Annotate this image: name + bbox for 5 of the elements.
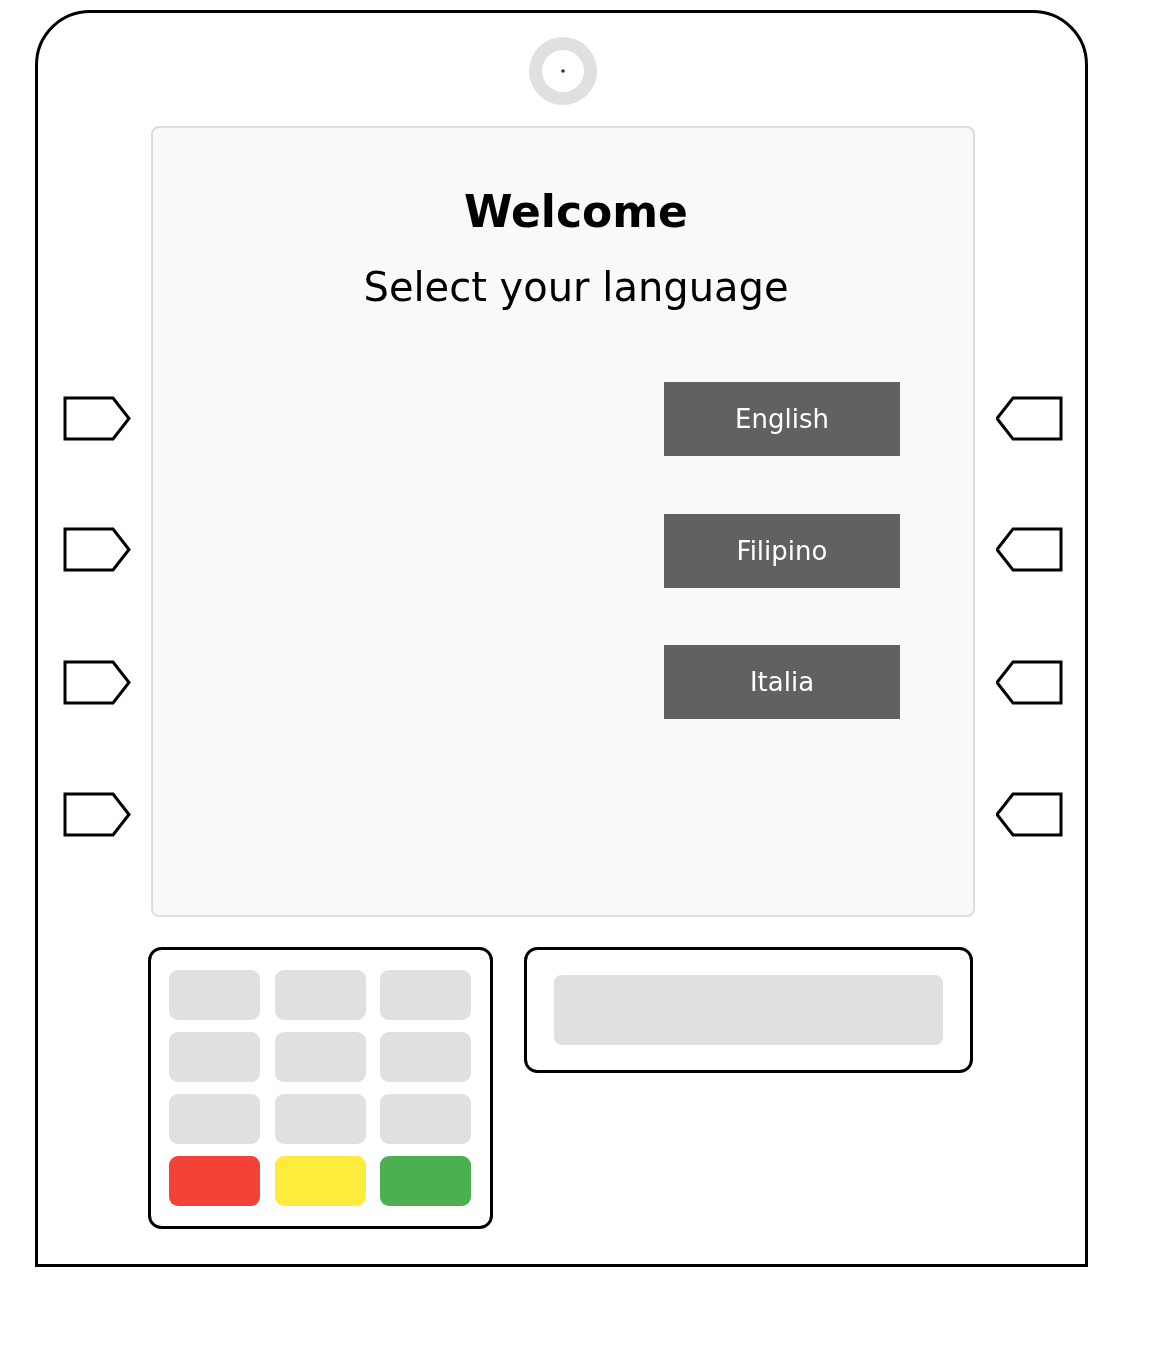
screen-subheading: Select your language [362,263,790,312]
language-button: Filipino [664,514,900,588]
screen-heading: Welcome [463,185,689,239]
language-button: Italia [664,645,900,719]
language-button: English [664,382,900,456]
